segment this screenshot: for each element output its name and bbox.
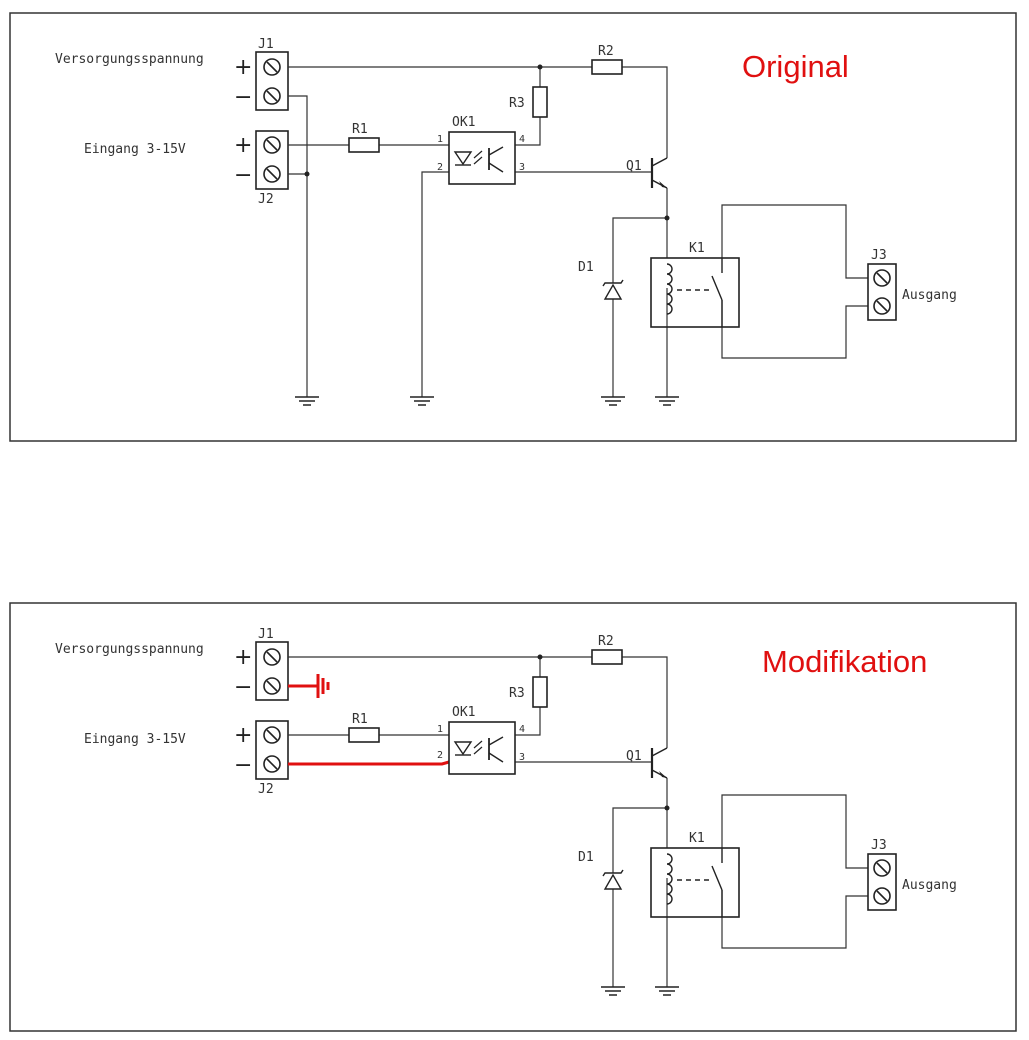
supply-label: Versorgungsspannung bbox=[55, 52, 204, 67]
pin-label: 3 bbox=[519, 162, 525, 173]
ground-icon bbox=[600, 986, 626, 996]
d1-diode bbox=[602, 869, 624, 890]
j3-label: J3 bbox=[871, 838, 887, 853]
ground-icon bbox=[409, 396, 435, 406]
r3-label: R3 bbox=[509, 96, 525, 111]
ground-icon bbox=[654, 396, 680, 406]
screw-terminal-icon bbox=[263, 58, 281, 76]
j2-label: J2 bbox=[258, 192, 274, 207]
screw-terminal-icon bbox=[873, 887, 891, 905]
j3-terminal-block bbox=[867, 263, 897, 321]
pin-label: 1 bbox=[437, 134, 443, 145]
screw-terminal-icon bbox=[873, 859, 891, 877]
supply-label: Versorgungsspannung bbox=[55, 642, 204, 657]
panel-frame bbox=[9, 602, 1017, 1032]
j3-label: J3 bbox=[871, 248, 887, 263]
r2-resistor bbox=[591, 59, 623, 75]
r2-resistor bbox=[591, 649, 623, 665]
modification-wires bbox=[288, 674, 450, 766]
screw-terminal-icon bbox=[263, 87, 281, 105]
pin-label: 2 bbox=[437, 162, 443, 173]
pin-label: 3 bbox=[519, 752, 525, 763]
q1-label: Q1 bbox=[626, 159, 642, 174]
q1-label: Q1 bbox=[626, 749, 642, 764]
panel-modifikation: Modifikation Versorgungsspannung + − J1 … bbox=[9, 602, 1017, 1032]
ground-icon bbox=[654, 986, 680, 996]
q1-transistor bbox=[650, 747, 668, 779]
pin-label: 1 bbox=[437, 724, 443, 735]
junction-dot bbox=[537, 64, 543, 70]
panel-frame bbox=[9, 12, 1017, 442]
j2-terminal-block bbox=[255, 130, 289, 190]
k1-relay bbox=[650, 847, 740, 918]
wires bbox=[288, 66, 868, 397]
ground-icon bbox=[600, 396, 626, 406]
ok1-label: OK1 bbox=[452, 705, 475, 720]
plus-sign: + bbox=[234, 645, 252, 670]
screw-terminal-icon bbox=[873, 297, 891, 315]
j2-minus-to-ok1-wire bbox=[288, 760, 450, 766]
wires bbox=[288, 656, 868, 987]
r1-resistor bbox=[348, 137, 380, 153]
j3-terminal-block bbox=[867, 853, 897, 911]
r1-resistor bbox=[348, 727, 380, 743]
output-label: Ausgang bbox=[902, 878, 957, 893]
pin-label: 2 bbox=[437, 750, 443, 761]
j1-terminal-block bbox=[255, 51, 289, 111]
pin-label: 4 bbox=[519, 134, 525, 145]
screw-terminal-icon bbox=[873, 269, 891, 287]
junction-dot bbox=[537, 654, 543, 660]
j2-label: J2 bbox=[258, 782, 274, 797]
d1-diode bbox=[602, 279, 624, 300]
panel-title: Modifikation bbox=[762, 644, 927, 679]
k1-label: K1 bbox=[689, 241, 705, 256]
r3-resistor bbox=[532, 86, 548, 118]
ok1-optocoupler bbox=[448, 131, 516, 185]
r2-label: R2 bbox=[598, 44, 614, 59]
minus-sign: − bbox=[234, 753, 252, 778]
screw-terminal-icon bbox=[263, 136, 281, 154]
d1-label: D1 bbox=[578, 260, 594, 275]
input-label: Eingang 3-15V bbox=[84, 732, 186, 747]
r2-label: R2 bbox=[598, 634, 614, 649]
junction-dot bbox=[664, 215, 670, 221]
j1-label: J1 bbox=[258, 627, 274, 642]
r1-label: R1 bbox=[352, 122, 368, 137]
r3-resistor bbox=[532, 676, 548, 708]
j1-label: J1 bbox=[258, 37, 274, 52]
ground-icon bbox=[294, 396, 320, 406]
minus-sign: − bbox=[234, 163, 252, 188]
screw-terminal-icon bbox=[263, 165, 281, 183]
plus-sign: + bbox=[234, 723, 252, 748]
minus-sign: − bbox=[234, 675, 252, 700]
minus-sign: − bbox=[234, 85, 252, 110]
j1-terminal-block bbox=[255, 641, 289, 701]
plus-sign: + bbox=[234, 133, 252, 158]
q1-transistor bbox=[650, 157, 668, 189]
screw-terminal-icon bbox=[263, 755, 281, 773]
panel-original: Original Versorgungsspannung + − J1 Eing… bbox=[9, 12, 1017, 442]
screw-terminal-icon bbox=[263, 648, 281, 666]
k1-label: K1 bbox=[689, 831, 705, 846]
r3-label: R3 bbox=[509, 686, 525, 701]
d1-label: D1 bbox=[578, 850, 594, 865]
output-label: Ausgang bbox=[902, 288, 957, 303]
screw-terminal-icon bbox=[263, 726, 281, 744]
input-label: Eingang 3-15V bbox=[84, 142, 186, 157]
junction-dot bbox=[664, 805, 670, 811]
screw-terminal-icon bbox=[263, 677, 281, 695]
pin-label: 4 bbox=[519, 724, 525, 735]
red-ground-icon bbox=[316, 674, 330, 698]
panel-title: Original bbox=[742, 49, 849, 84]
k1-relay bbox=[650, 257, 740, 328]
ok1-optocoupler bbox=[448, 721, 516, 775]
junction-dot bbox=[304, 171, 310, 177]
r1-label: R1 bbox=[352, 712, 368, 727]
j2-terminal-block bbox=[255, 720, 289, 780]
plus-sign: + bbox=[234, 55, 252, 80]
ok1-label: OK1 bbox=[452, 115, 475, 130]
